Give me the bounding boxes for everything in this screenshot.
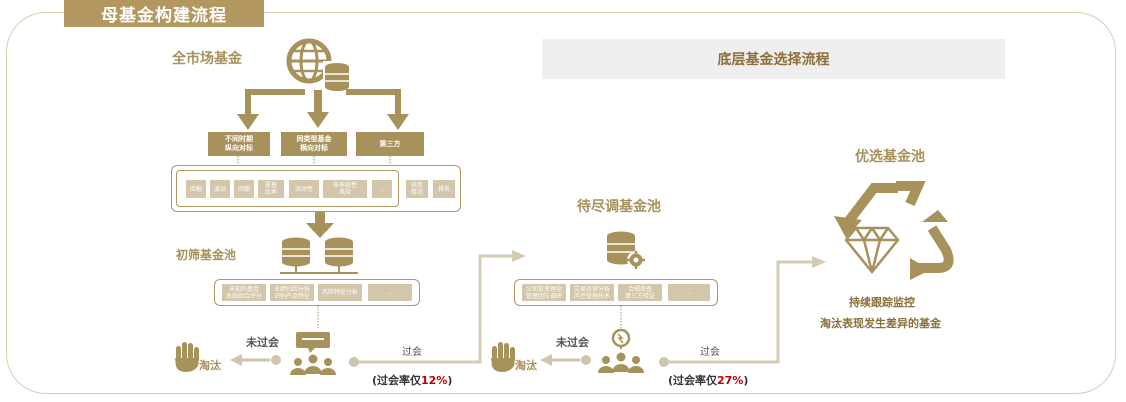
branch-arrows [237, 89, 409, 130]
branch-box-time-comparison: 不同时期 纵向对标 [208, 132, 270, 156]
metric-cell-awards: 获奖 情况 [406, 180, 428, 198]
stage4-title: 优选基金池 [855, 149, 925, 165]
stage3-title: 待尽调基金池 [577, 199, 661, 215]
stage2-pass-connector [349, 250, 526, 367]
stage2-pass-rate-value: 12% [421, 374, 448, 387]
stage3-pass-label: 过会 [700, 347, 720, 358]
stage3-pass-rate: (过会率仅27%) [668, 374, 749, 387]
criteria-cell-risk-analysis: 风险特征分析 [318, 284, 362, 301]
criteria-cell-more: ... [368, 284, 412, 301]
metric-cell-more: ... [372, 180, 392, 198]
globe-database-icon [286, 38, 361, 91]
diamond-recycle-icon [834, 181, 954, 280]
database-gear-icon [607, 231, 645, 269]
stage3-reject-arrow [540, 354, 591, 366]
criteria-cell-system-score: 未知的基金 系统综合评分 [222, 284, 266, 301]
page-title: 母基金构建流程 [64, 0, 264, 27]
branch-box-third-party: 第三方 [356, 132, 424, 156]
metric-cell-sharpe: 夏普 比率 [258, 180, 284, 198]
down-arrow [306, 212, 334, 238]
stage3-dotted-connector [620, 306, 622, 328]
stage3-eliminate-label: 淘汰 [515, 359, 537, 372]
stage3-reject-label: 未过会 [556, 336, 589, 349]
stage3-pass-rate-value: 27% [717, 374, 744, 387]
stage4-note-line2: 淘汰表现发生差异的基金 [820, 317, 941, 330]
database-pool-icon [280, 237, 358, 274]
screening-criteria-frame [214, 279, 420, 306]
process-banner: 底层基金选择流程 [542, 39, 1005, 79]
criteria-cell-trading-operations: 交易运营分析 风控管理技术 [570, 284, 614, 301]
outer-frame [6, 12, 1116, 394]
branch-box-peer-comparison: 同类型基金 横向对标 [281, 132, 347, 156]
stage3-pass-connector [659, 256, 826, 367]
idea-meeting-icon [598, 328, 644, 373]
stage3-hand-icon [491, 342, 515, 372]
metric-cell-ranking: 排名 [433, 180, 455, 198]
criteria-cell-compliance: 合规审查 第三方验证 [618, 284, 662, 301]
stage2-pass-label: 过会 [402, 347, 422, 358]
metric-cell-volatility: 波动 [210, 180, 230, 198]
metric-cell-nonsystemic-risk: 非系统性 风险 [323, 180, 367, 198]
metric-cell-drawdown: 回撤 [234, 180, 254, 198]
stage2-pass-rate: (过会率仅12%) [372, 374, 453, 387]
metric-cell-liquidity: 流动性 [289, 180, 319, 198]
stage2-reject-arrow [230, 354, 281, 366]
stage2-reject-label: 未过会 [246, 336, 279, 349]
stage4-note-line1: 持续跟踪监控 [849, 296, 915, 309]
committee-meeting-icon [290, 332, 336, 375]
criteria-cell-performance-attribution: 业绩归因分析 识别产品特征 [270, 284, 314, 301]
stage2-title: 初筛基金池 [176, 248, 237, 262]
criteria-cell-more: ... [668, 284, 710, 301]
stage2-dotted-connector [317, 306, 319, 328]
metric-cell-return: 回报 [186, 180, 206, 198]
stage2-hand-icon [175, 342, 199, 372]
criteria-cell-company-philosophy: 公司投资理念 管理团队调研 [522, 284, 566, 301]
stage2-eliminate-label: 淘汰 [199, 359, 221, 372]
stage1-title: 全市场基金 [172, 51, 242, 67]
